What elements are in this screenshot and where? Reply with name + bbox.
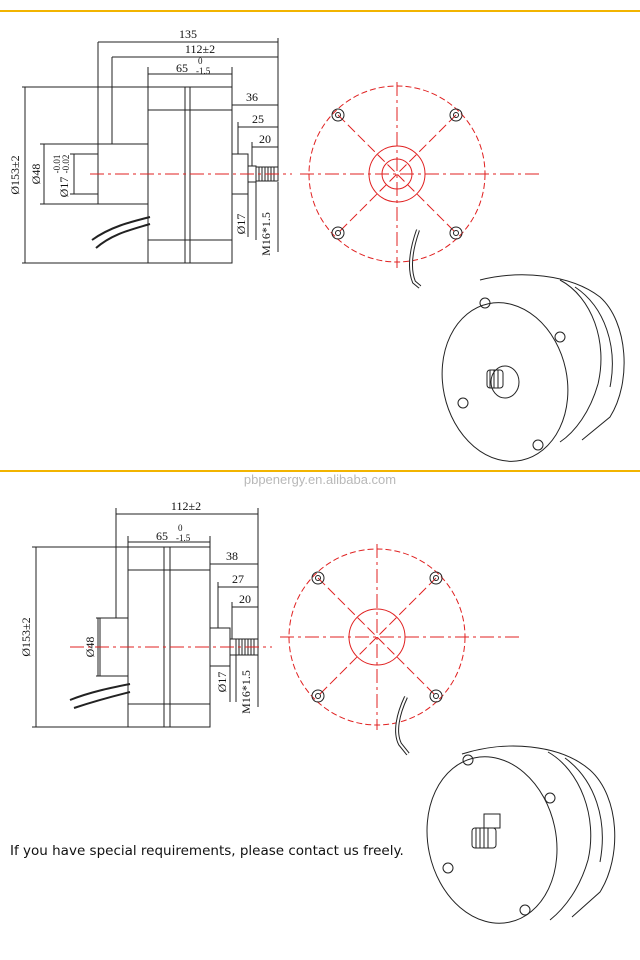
top-dim-20: 20	[259, 132, 271, 146]
top-dim-25: 25	[252, 112, 264, 126]
bottom-motor-drawing: 112±2 65 0 -1.5 38 27 20 Ø153±2 Ø48 Ø17 …	[19, 499, 616, 924]
top-motor-sketch	[441, 274, 625, 462]
top-motor-drawing: 135 112±2 65 0 -1.5 36 25 20 Ø153±2 Ø48 …	[8, 27, 625, 462]
bottom-dim-65: 65	[156, 529, 168, 543]
bottom-dim-17: Ø17	[215, 672, 229, 693]
bottom-motor-sketch	[426, 745, 616, 924]
bottom-cable	[69, 683, 131, 701]
middle-separator-line	[0, 470, 640, 472]
bottom-dim-m16: M16*1.5	[239, 670, 253, 714]
top-cable	[91, 216, 151, 241]
watermark: pbpenergy.en.alibaba.com	[243, 472, 397, 487]
top-dim-153: Ø153±2	[8, 155, 22, 194]
bottom-dim-65-lower: -1.5	[176, 533, 191, 543]
bottom-dim-48: Ø48	[83, 637, 97, 658]
top-dim-17-upper: -0.01	[52, 155, 62, 174]
top-dim-65: 65	[176, 61, 188, 75]
top-dim-m16: M16*1.5	[259, 212, 273, 256]
bottom-dim-38: 38	[226, 549, 238, 563]
top-dim-36: 36	[246, 90, 258, 104]
bottom-dim-112: 112±2	[171, 499, 201, 513]
top-dim-17: Ø17	[234, 214, 248, 235]
top-dim-48: Ø48	[29, 164, 43, 185]
top-front-view	[300, 82, 540, 289]
bottom-dim-27: 27	[232, 572, 244, 586]
bottom-dim-65-upper: 0	[178, 523, 183, 533]
top-separator-line	[0, 10, 640, 12]
bottom-body-outline	[127, 546, 211, 728]
top-dim-135: 135	[179, 27, 197, 41]
contact-note: If you have special requirements, please…	[10, 843, 404, 859]
top-dim-65-lower: -1.5	[196, 66, 211, 76]
top-dim-17-tolerance: Ø17	[57, 177, 71, 198]
top-dim-65-upper: 0	[198, 56, 203, 66]
bottom-dim-20: 20	[239, 592, 251, 606]
top-dim-17-lower: -0.02	[61, 155, 71, 174]
top-dim-112: 112±2	[185, 42, 215, 56]
bottom-front-view	[280, 544, 520, 756]
bottom-dim-153: Ø153±2	[19, 617, 33, 656]
